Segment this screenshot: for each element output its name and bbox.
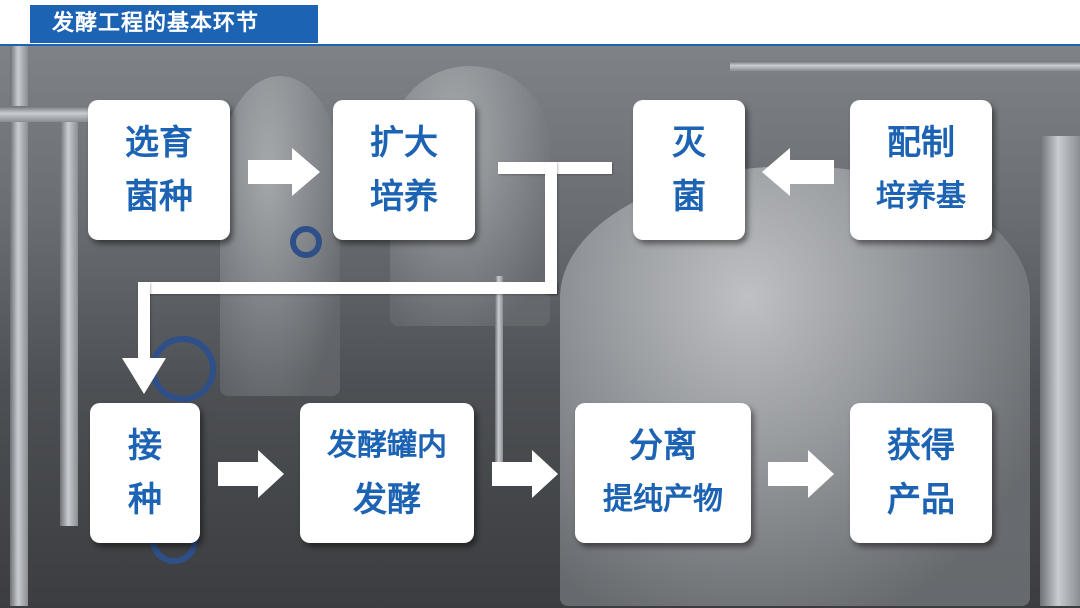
step-obtain-product: 获得 产品 <box>850 403 992 543</box>
pipe-image <box>60 106 78 526</box>
step-expand-culture: 扩大 培养 <box>333 100 475 240</box>
connector-line <box>545 162 557 294</box>
step-label: 菌种 <box>125 177 193 217</box>
arrow-right-icon <box>492 450 558 498</box>
step-label: 菌 <box>672 177 706 217</box>
step-label: 发酵 <box>353 480 421 520</box>
arrow-right-icon <box>248 148 320 196</box>
step-label: 扩大 <box>370 123 438 163</box>
page-title: 发酵工程的基本环节 <box>52 11 260 36</box>
valve-wheel-image <box>290 226 322 258</box>
step-label: 种 <box>128 480 162 520</box>
arrow-left-icon <box>762 148 834 196</box>
step-label: 培养 <box>370 177 438 217</box>
arrow-down-icon <box>122 358 166 394</box>
step-label: 灭 <box>672 123 706 163</box>
step-label: 产品 <box>887 480 955 520</box>
arrow-right-icon <box>768 450 834 498</box>
step-inoculate: 接 种 <box>90 403 200 543</box>
step-label: 培养基 <box>876 179 966 214</box>
step-prepare-medium: 配制 培养基 <box>850 100 992 240</box>
step-label: 获得 <box>887 426 955 466</box>
pipe-image <box>10 46 28 606</box>
step-label: 选育 <box>125 123 193 163</box>
arrow-right-icon <box>218 450 284 498</box>
pipe-image <box>1040 136 1080 606</box>
title-background <box>30 5 318 43</box>
step-label: 分离 <box>629 426 697 466</box>
connector-line <box>138 282 150 360</box>
step-ferment-in-tank: 发酵罐内 发酵 <box>300 403 474 543</box>
step-label: 接 <box>128 426 162 466</box>
step-label: 提纯产物 <box>603 482 723 517</box>
step-label: 发酵罐内 <box>327 428 447 463</box>
step-select-strain: 选育 菌种 <box>88 100 230 240</box>
connector-line <box>138 282 557 294</box>
tank-image <box>220 76 340 396</box>
header-divider <box>0 44 1080 46</box>
step-label: 配制 <box>887 123 955 163</box>
header-bar: 发酵工程的基本环节 <box>0 0 1080 46</box>
pipe-image <box>495 276 503 476</box>
step-sterilize: 灭 菌 <box>633 100 745 240</box>
step-separate-purify: 分离 提纯产物 <box>575 403 751 543</box>
pipe-image <box>730 61 1080 71</box>
